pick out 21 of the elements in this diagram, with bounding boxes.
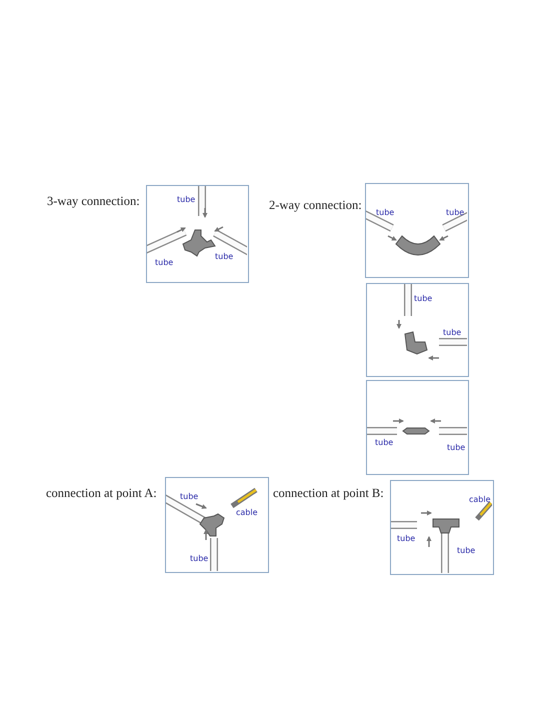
part-label: tube <box>397 535 416 543</box>
part-label: tube <box>376 209 394 217</box>
panel-heading: 3-way connection: <box>47 194 140 209</box>
part-label: tube <box>177 196 196 204</box>
part-label: tube <box>375 439 394 447</box>
panel-heading: connection at point B: <box>273 486 384 501</box>
part-label: tube <box>180 493 198 501</box>
panel-heading: 2-way connection: <box>269 198 362 213</box>
part-label: tube <box>414 295 432 303</box>
part-label: cable <box>469 496 491 504</box>
part-label: tube <box>155 259 174 267</box>
illustration-panel <box>366 380 469 475</box>
part-label: tube <box>443 329 462 337</box>
panel-heading: connection at point A: <box>46 486 157 501</box>
part-label: tube <box>447 444 466 452</box>
part-label: tube <box>190 555 208 563</box>
part-label: tube <box>446 209 464 217</box>
part-label: tube <box>457 547 476 555</box>
illustration-panel <box>366 283 469 377</box>
part-label: tube <box>215 253 234 261</box>
part-label: cable <box>236 509 258 517</box>
